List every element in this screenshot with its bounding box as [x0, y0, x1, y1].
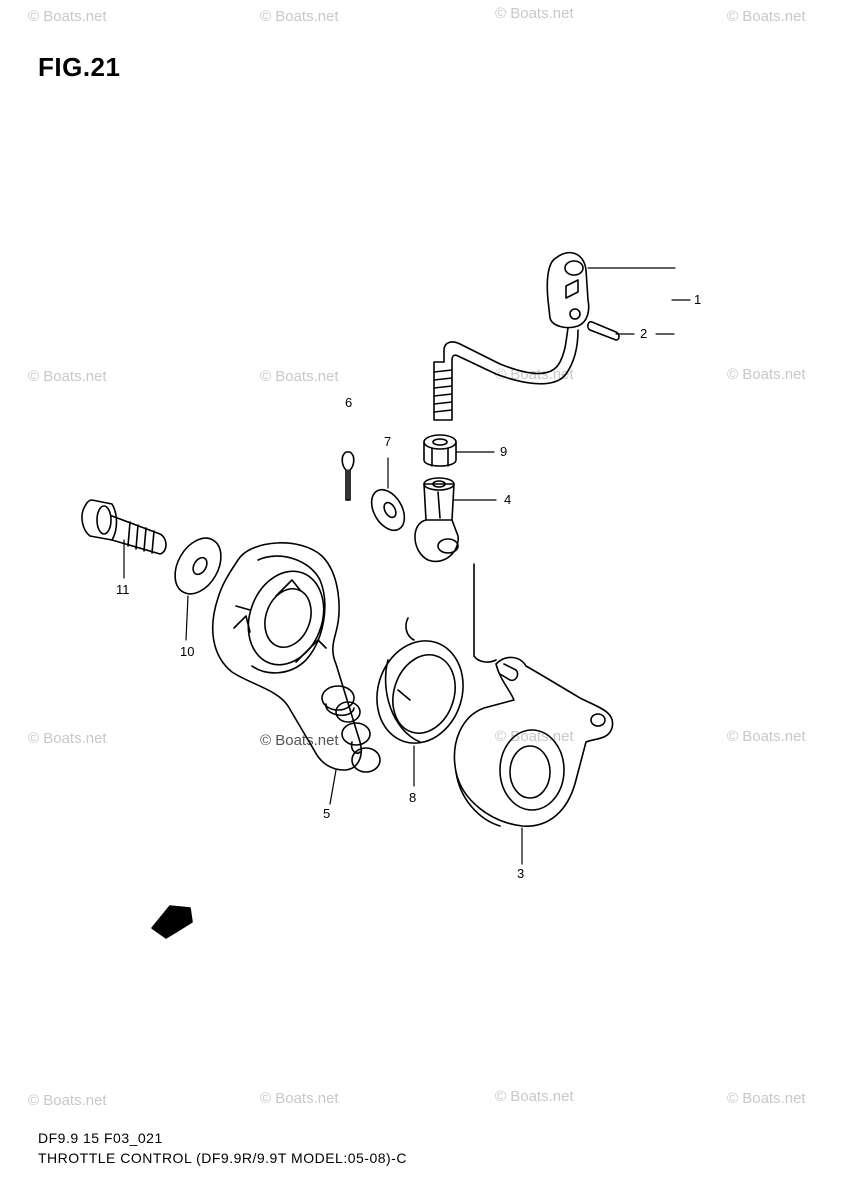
watermark: © Boats.net: [727, 728, 806, 745]
watermark: © Boats.net: [727, 1090, 806, 1107]
callout-2: 2: [640, 326, 648, 341]
watermark: © Boats.net: [495, 366, 574, 383]
part-5-throttle-lever: [212, 542, 381, 773]
watermark: © Boats.net: [28, 1092, 107, 1109]
callout-9: 9: [500, 444, 508, 459]
fwd-arrow: [151, 905, 193, 939]
callout-1: 1: [694, 292, 702, 307]
callout-4: 4: [504, 492, 512, 507]
part-2-pin: [587, 320, 620, 341]
watermark: © Boats.net: [28, 368, 107, 385]
part-7-washer: [370, 488, 406, 532]
part-9-nut: [423, 434, 457, 467]
watermark: © Boats.net: [260, 368, 339, 385]
part-10-washer: [174, 537, 222, 595]
callout-5: 5: [323, 806, 331, 821]
part-8-spring: [376, 617, 464, 744]
callout-11: 11: [116, 582, 130, 597]
leader-lines: [123, 267, 691, 865]
watermark: © Boats.net: [28, 8, 107, 25]
figure-title: FIG.21: [38, 52, 121, 82]
callout-10: 10: [180, 644, 195, 659]
diagram-caption: THROTTLE CONTROL (DF9.9R/9.9T MODEL:05-0…: [38, 1150, 407, 1166]
watermark: © Boats.net: [495, 5, 574, 22]
part-3-housing: [453, 563, 614, 827]
part-6-cotter-pin: [341, 451, 355, 501]
callout-3: 3: [517, 866, 525, 881]
part-11-bolt: [81, 499, 167, 555]
watermark: © Boats.net: [260, 732, 339, 749]
part-4-rod-joint: [414, 477, 459, 563]
callout-6: 6: [345, 395, 353, 410]
watermark: © Boats.net: [727, 366, 806, 383]
watermark: © Boats.net: [727, 8, 806, 25]
callout-8: 8: [409, 790, 417, 805]
watermark: © Boats.net: [495, 1088, 574, 1105]
callout-7: 7: [384, 434, 392, 449]
part-1-throttle-rod: [433, 251, 590, 421]
watermark: © Boats.net: [260, 8, 339, 25]
watermark: © Boats.net: [28, 730, 107, 747]
watermark: © Boats.net: [260, 1090, 339, 1107]
diagram-code: DF9.9 15 F03_021: [38, 1130, 163, 1146]
